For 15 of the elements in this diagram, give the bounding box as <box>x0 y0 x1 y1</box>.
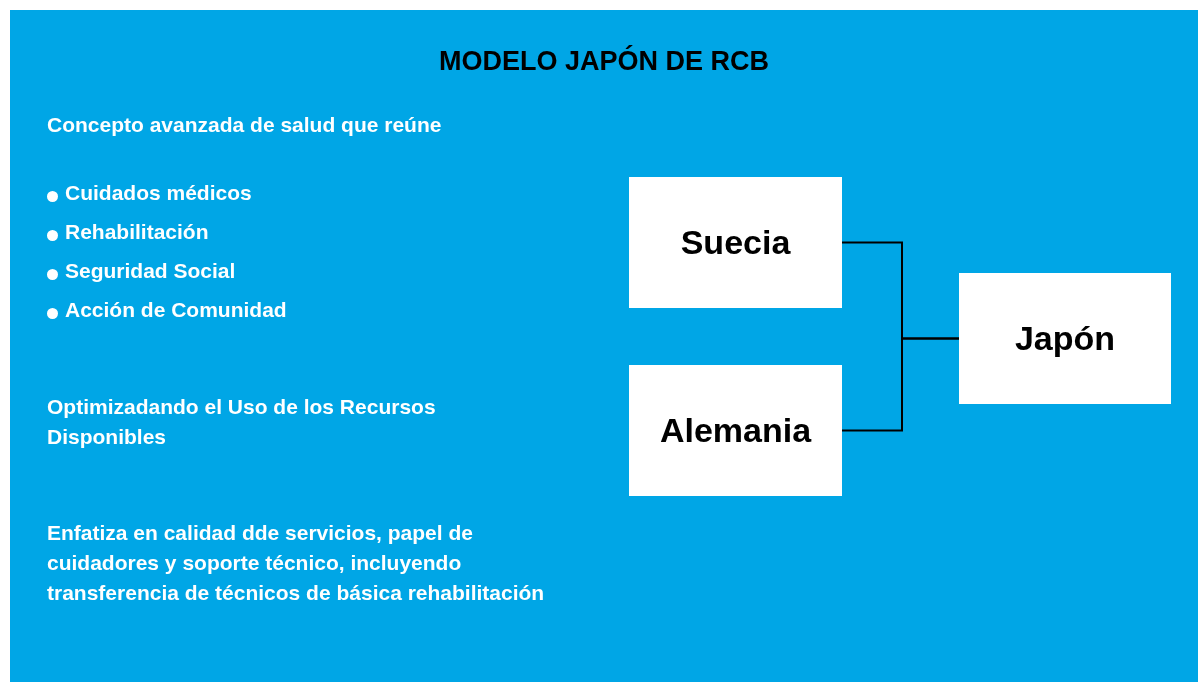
country-box <box>959 273 1171 404</box>
country-label: Alemania <box>659 411 812 450</box>
country-box <box>629 177 842 308</box>
diagram-title: MODELO JAPÓN DE RCB <box>438 46 770 77</box>
text-paragraph: Enfatiza en calidad dde servicios, papel de cuidadores y soporte técnico, incluyendo transferencia de técnicos de básica rehabilitación <box>47 520 546 606</box>
text-paragraph: Optimizadando el Uso de los Recursos Disponibles <box>47 394 437 450</box>
bullet-text: Seguridad Social <box>65 258 236 284</box>
country-label: Japón <box>1014 319 1116 358</box>
connector-line <box>841 337 960 432</box>
country-box <box>629 365 842 496</box>
text-paragraph: Concepto avanzada de salud que reúne <box>47 112 443 138</box>
bullet-text: Acción de Comunidad <box>65 297 287 323</box>
bullet-text: Cuidados médicos <box>65 180 252 206</box>
bullet-text: Rehabilitación <box>65 219 209 245</box>
country-label: Suecia <box>680 223 791 262</box>
